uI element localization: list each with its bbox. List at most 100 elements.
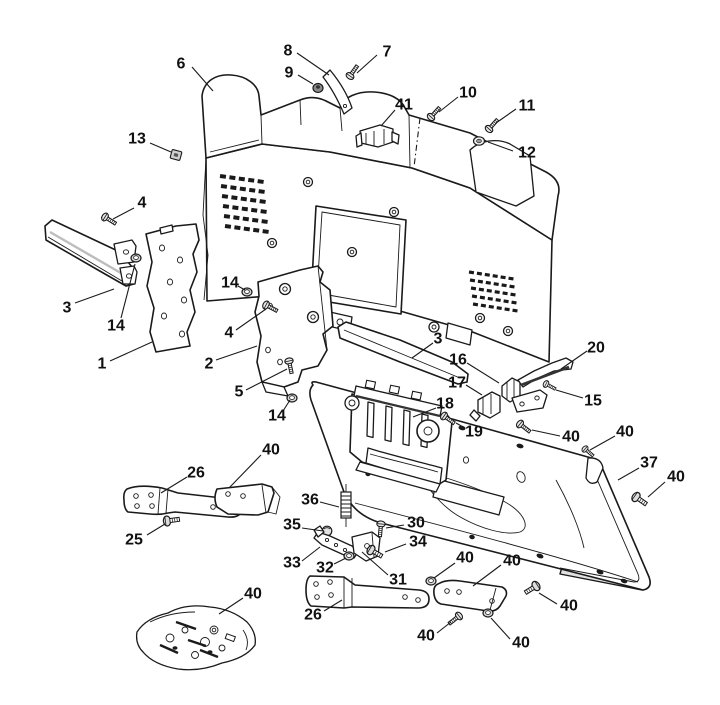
leader-line-17-20 [465,384,483,396]
callout-label-10-5: 10 [459,85,477,102]
vent-grille-left [219,174,270,234]
callout-label-31-38: 31 [389,572,407,589]
part-bolt-40-right [629,490,650,509]
callout-label-35-33: 35 [283,517,301,534]
leader-line-26-29 [160,476,188,494]
leader-line-19-24 [455,422,466,429]
leader-line-18-23 [412,407,437,418]
callout-label-26-29: 26 [187,465,205,482]
left-bracket-group [44,211,200,353]
callout-label-4-9: 4 [138,195,147,212]
leader-line-25-31 [146,523,166,536]
leader-line-37-27 [617,467,640,481]
callout-label-1-12: 1 [98,356,107,373]
leader-line-8-1 [296,52,330,76]
callout-label-19-24: 19 [465,424,483,441]
part-bolt-25 [162,513,181,528]
part-plate-under-16 [511,389,548,413]
leader-line-40-26 [589,435,616,451]
part-bolt-40-b [522,579,543,598]
top-fasteners [169,62,502,168]
leader-line-40-40 [436,621,452,634]
callout-label-6-0: 6 [177,56,186,73]
part-connector-41 [355,117,421,168]
part-spring-36 [340,484,352,527]
callout-label-2-13: 2 [205,356,214,373]
part-screw-10 [425,104,444,123]
part-upper-housing [201,74,560,363]
callout-label-40-40: 40 [417,628,435,645]
leader-line-3-18 [411,342,434,359]
leader-line-4-9 [112,207,135,220]
leader-line-40-30 [228,454,262,489]
leader-line-15-22 [555,389,584,399]
leader-line-32-37 [333,557,347,565]
leader-line-41-4 [380,109,396,127]
leader-line-16-19 [466,362,500,384]
callout-label-40-28: 40 [667,469,685,486]
part-bracket-strip-8 [322,69,353,115]
leader-line-4-14 [235,308,267,331]
callout-label-14-17: 14 [268,408,286,425]
leader-line-11-6 [495,108,517,124]
part-nut-14-left [130,253,142,263]
leader-line-30-34 [385,524,405,529]
callout-label-37-27: 37 [640,455,658,472]
leader-line-40-43 [538,592,558,605]
callout-label-32-37: 32 [316,560,334,577]
leader-line-36-32 [319,501,340,508]
part-screw-4-left [99,211,119,228]
callout-label-16-19: 16 [449,352,467,369]
part-clip-13 [169,149,183,161]
callout-label-40-44: 40 [512,635,530,652]
part-bracket-40-upper [214,483,281,516]
callout-label-8-1: 8 [284,43,293,60]
part-screw-30 [375,520,386,538]
part-washer-12 [472,136,486,146]
part-bracket-2 [254,265,334,397]
leader-line-31-38 [361,551,389,576]
part-bracket-31 [351,531,381,562]
part-side-bracket-1 [145,223,200,353]
part-screw-11 [483,116,502,135]
leader-line-1-12 [109,341,153,362]
callout-label-40-45: 40 [244,586,262,603]
callout-label-4-14: 4 [225,325,234,342]
callout-label-25-31: 25 [125,532,143,549]
leader-line-40-41 [433,562,456,579]
bag-contents [159,620,237,659]
leader-line-40-42 [472,564,502,587]
leader-line-35-33 [301,527,324,532]
callout-label-40-43: 40 [560,598,578,615]
housing-screw-bosses [266,176,514,337]
leader-line-6-0 [191,66,214,92]
callout-label-7-3: 7 [383,44,392,61]
part-nut-14-bottom [286,393,298,403]
leader-line-9-2 [297,74,314,85]
callout-label-17-20: 17 [448,375,466,392]
leader-line-14-15 [237,285,246,291]
callout-label-30-34: 30 [407,515,425,532]
leader-line-3-10 [74,288,115,304]
callout-label-33-36: 33 [283,555,301,572]
part-lever-20 [517,357,574,388]
leader-line-13-8 [149,142,172,153]
part-hardware-bag-40 [135,605,256,671]
callout-label-9-2: 9 [285,65,294,82]
callout-label-5-16: 5 [235,384,244,401]
part-latch-assembly-18 [344,379,453,493]
leader-line-40-25 [531,429,561,437]
callout-label-18-23: 18 [436,396,454,413]
callout-label-13-8: 13 [128,131,146,148]
callout-label-40-25: 40 [562,429,580,446]
part-strap-26-upper [123,485,243,518]
part-screw-40-d [445,610,465,628]
callout-label-41-4: 41 [395,97,413,114]
callout-label-40-42: 40 [503,553,521,570]
part-nut-40-c [482,608,494,618]
part-latch-16 [501,377,521,403]
leader-line-34-35 [384,543,407,553]
leader-line-10-5 [438,96,459,113]
